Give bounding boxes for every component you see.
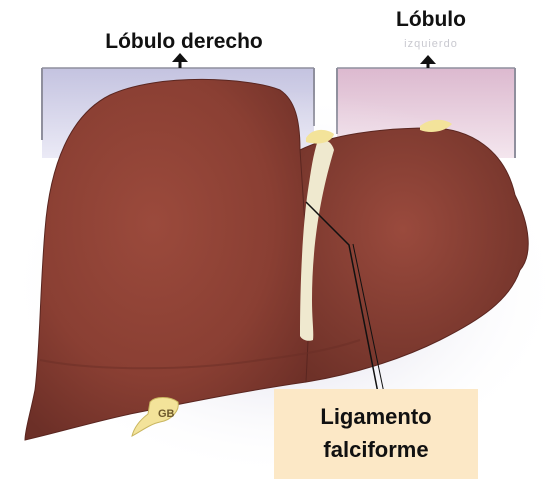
left-lobe-label-faded: izquierdo: [376, 38, 486, 50]
ligament-label-line1: Ligamento: [274, 400, 478, 433]
gallbladder-label: GB: [158, 408, 175, 420]
ligament-label-line2: falciforme: [274, 433, 478, 466]
left-lobe-arrow-head: [420, 55, 436, 64]
left-lobe-label: Lóbulo: [376, 8, 486, 32]
right-lobe-arrow-head: [172, 53, 188, 62]
right-lobe-label: Lóbulo derecho: [84, 30, 284, 54]
ligament-label: Ligamento falciforme: [274, 400, 478, 466]
